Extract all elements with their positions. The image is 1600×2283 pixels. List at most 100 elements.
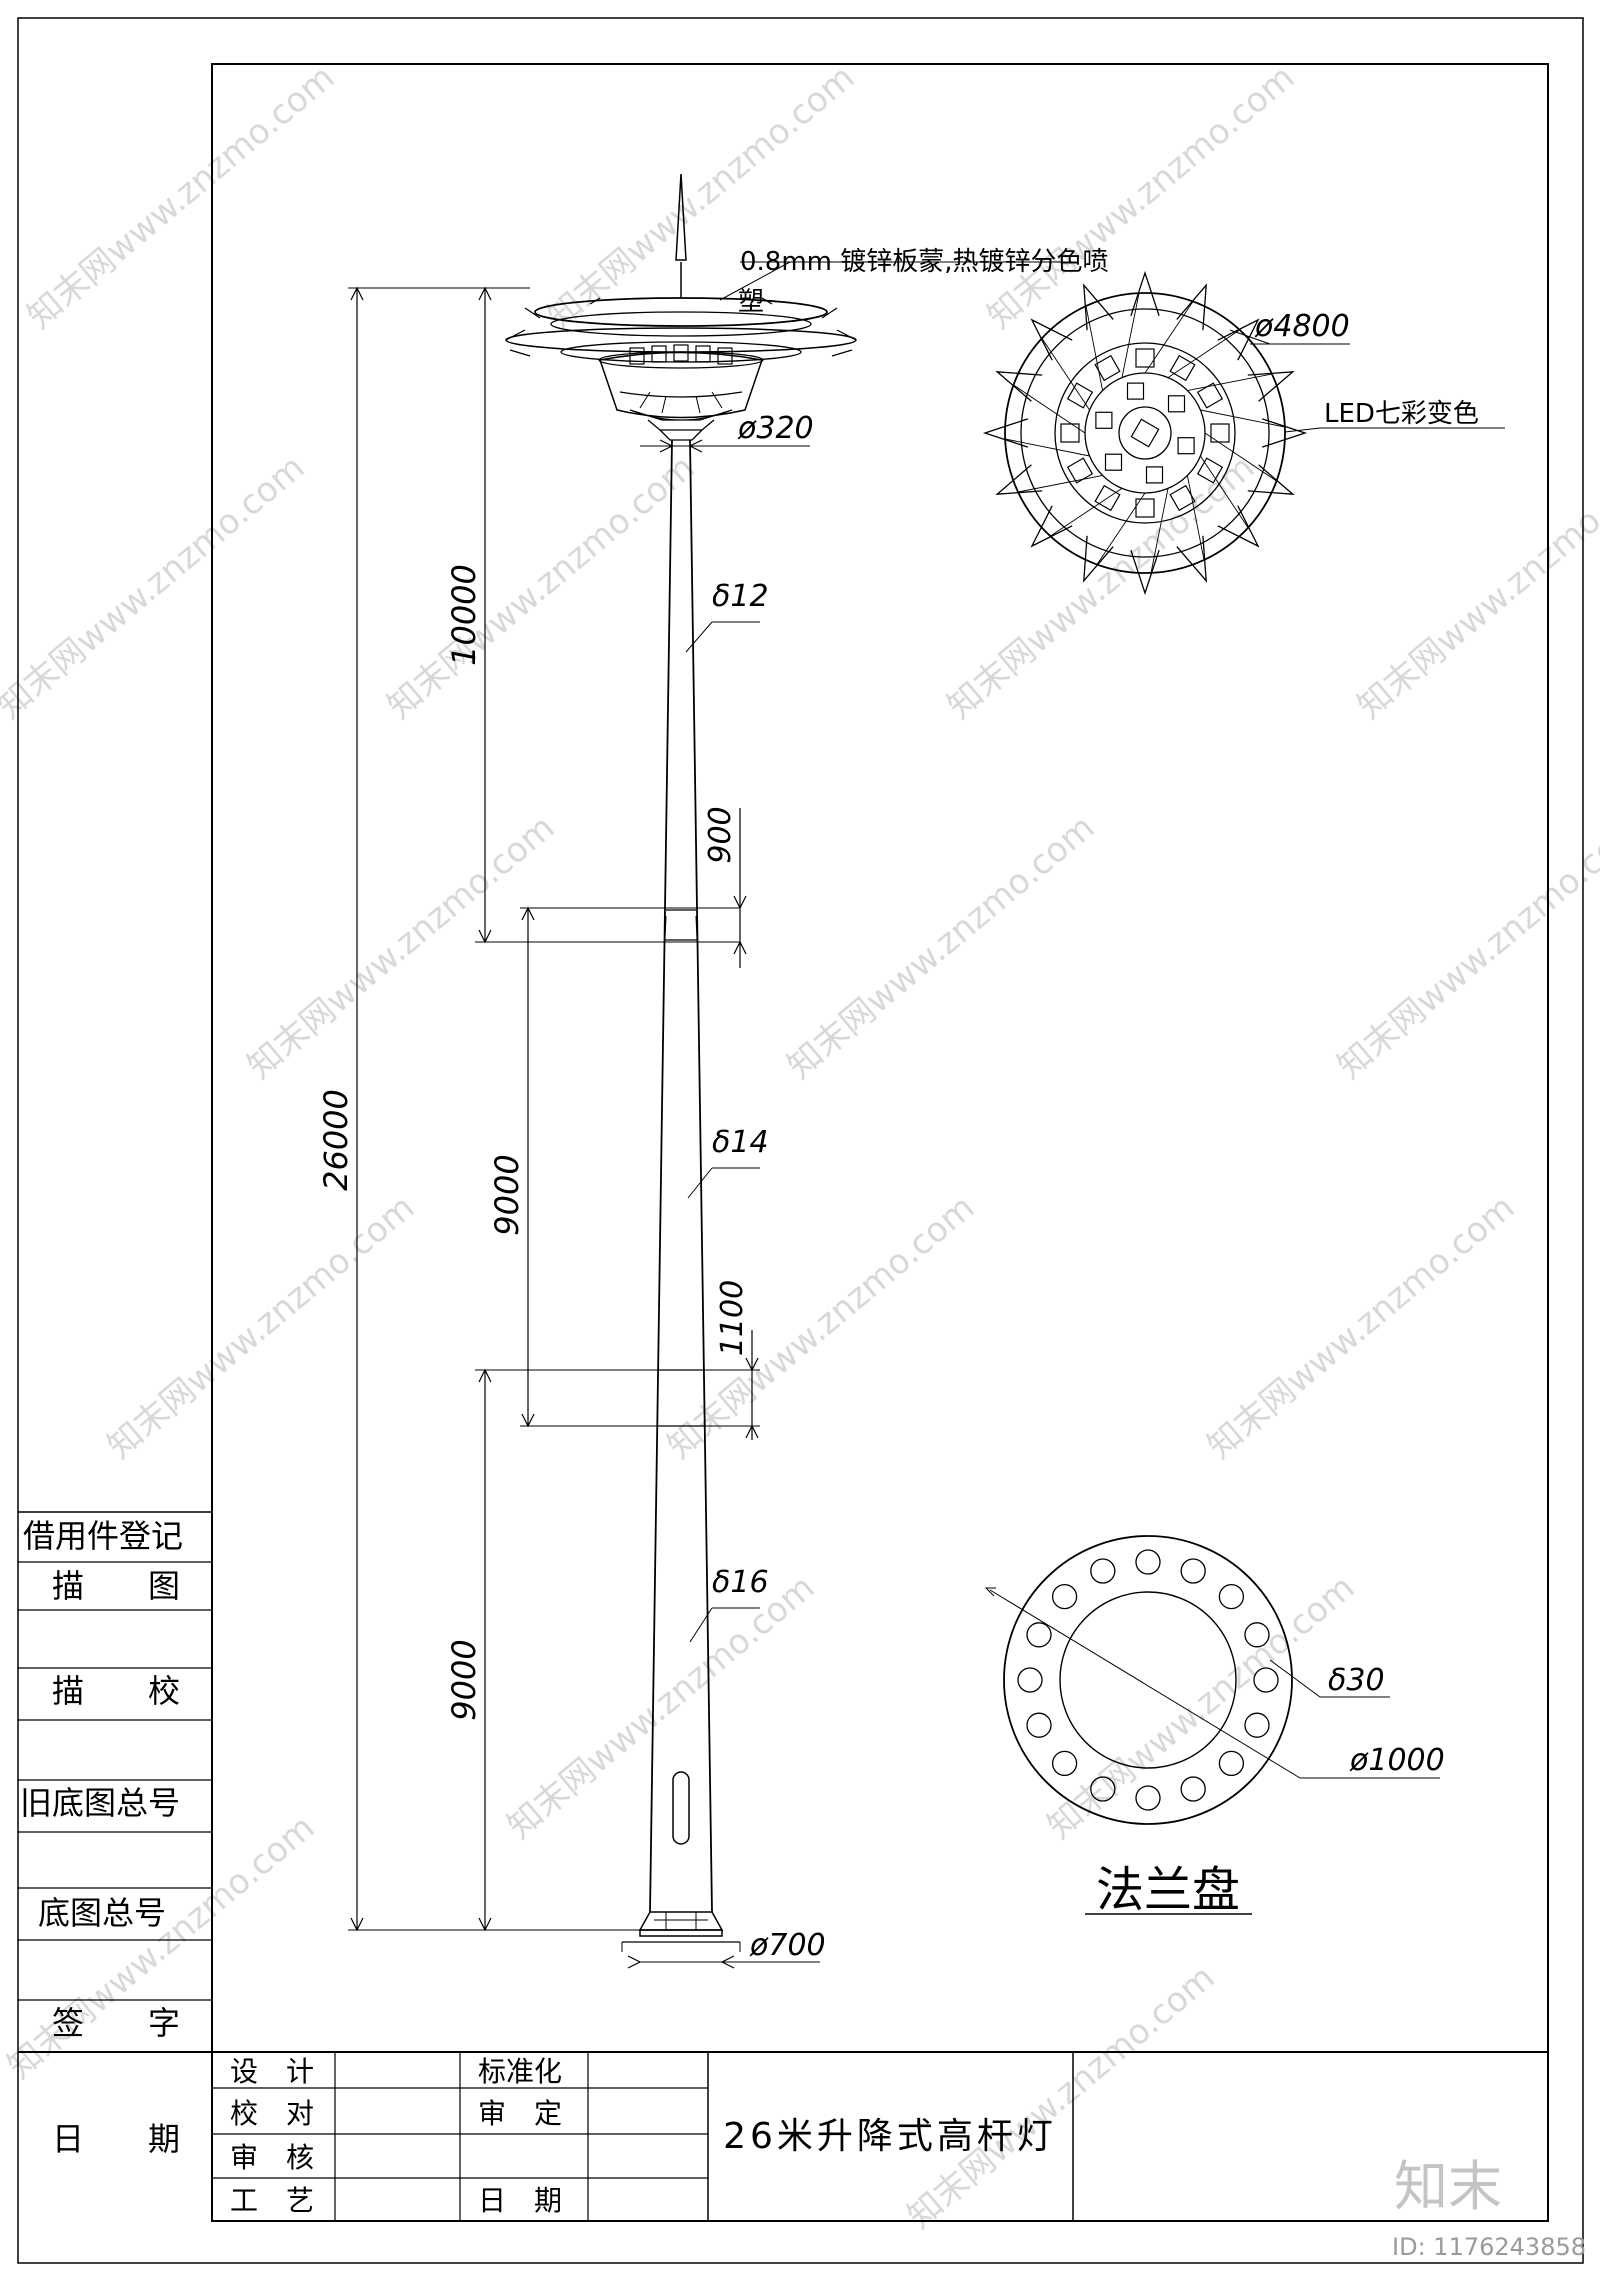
lamp-spike (1176, 535, 1207, 583)
material-note-line2: 塑 (738, 287, 764, 317)
watermark-text: 知末网www.znzmo.com (540, 57, 862, 336)
lamp-rib (1121, 293, 1140, 378)
thickness-top-label: δ12 (712, 579, 769, 614)
watermark-text: 知末网www.znzmo.com (0, 1807, 322, 2086)
led-cell (1060, 423, 1080, 443)
watermark-text: 知末网www.znzmo.com (980, 57, 1302, 336)
led-cell (1135, 348, 1155, 368)
led-cells (1060, 348, 1230, 518)
bolt-hole (1135, 1549, 1161, 1575)
dim-overlap-top-label: 900 (703, 806, 738, 863)
title-block-label: 设 计 (230, 2055, 314, 2088)
title-block: 设 计 校 对 审 核 工 艺 标准化 审 定 日 期 26米升降式高杆灯 (18, 2051, 1548, 2221)
bolt-hole (1218, 1750, 1245, 1777)
watermark-text: 知末网www.znzmo.com (780, 807, 1102, 1086)
flange-diameter-label: ø1000 (1349, 1743, 1445, 1778)
lamp-rib (1144, 301, 1194, 374)
title-block-label: 校 对 (230, 2097, 314, 2130)
bolt-hole (1244, 1712, 1270, 1738)
led-cell (1196, 457, 1224, 484)
watermark-text: 知末网www.znzmo.com (1200, 1187, 1522, 1466)
lamp-rib (1200, 455, 1249, 528)
lamp-rib (1096, 492, 1146, 565)
watermark-text: 知末网www.znzmo.com (100, 1187, 422, 1466)
side-row-label: 底图总号 (38, 1894, 166, 1932)
side-row-label: 日 期 (52, 2120, 180, 2158)
lamp-spike (1130, 270, 1160, 317)
watermark-text: 知末网www.znzmo.com (380, 447, 702, 726)
flange-view: δ30 ø1000 法兰盘 (984, 1535, 1445, 1918)
lamp-spike (1083, 283, 1114, 331)
led-cell (1135, 498, 1155, 518)
drawing-title: 26米升降式高杆灯 (723, 2116, 1057, 2157)
lamp-rib (1204, 432, 1277, 482)
lamp-spike (982, 418, 1029, 448)
bolt-hole (1135, 1785, 1161, 1811)
bolt-hole (1244, 1622, 1270, 1648)
lamp-rib (1041, 338, 1090, 411)
bolt-hole (1090, 1558, 1116, 1584)
material-callout: 0.8mm 镀锌板蒙,热镀锌分色喷 塑 (719, 247, 1109, 317)
bolt-hole (1253, 1667, 1279, 1693)
flange-title: 法兰盘 (1096, 1862, 1240, 1918)
watermark-logo: 知末 (1394, 2155, 1502, 2218)
watermark-text: 知末网www.znzmo.com (1330, 807, 1600, 1086)
lamp-spikes (982, 270, 1308, 596)
lamp-diameter-label: ø4800 (1254, 309, 1350, 344)
side-table: 借用件登记 描 图 描 校 旧底图总号 底图总号 签 字 日 期 (18, 1511, 212, 2158)
lamp-rib (1150, 488, 1169, 573)
side-row-label: 签 字 (52, 2004, 180, 2042)
title-block-label: 审 核 (230, 2141, 314, 2174)
lamp-rib (1200, 409, 1285, 428)
led-cell (1196, 382, 1224, 409)
lamp-spike (1217, 318, 1260, 361)
led-cell (1169, 484, 1196, 512)
lamp-spike (1247, 464, 1295, 495)
bolt-hole (1017, 1667, 1043, 1693)
bolt-hole (1051, 1750, 1078, 1777)
lamp-rib (1050, 488, 1123, 537)
lamp-rib (1186, 475, 1205, 560)
title-block-label: 审 定 (478, 2097, 562, 2130)
lamp-rib (1018, 474, 1103, 493)
led-cell (1066, 457, 1094, 484)
title-block-label: 标准化 (478, 2055, 562, 2088)
side-row-label: 借用件登记 (23, 1517, 183, 1555)
lamp-spike (1083, 535, 1114, 583)
bolt-hole (1026, 1622, 1052, 1648)
bolt-hole (1180, 1776, 1206, 1802)
watermark-text: 知末网www.znzmo.com (900, 1957, 1222, 2236)
led-note-label: LED七彩变色 (1324, 399, 1479, 429)
pole-door (672, 1771, 690, 1845)
bolt-hole (1051, 1583, 1078, 1610)
led-cell (1169, 354, 1196, 382)
base-diameter-callout: ø700 (627, 1928, 826, 1969)
title-block-label: 日 期 (478, 2184, 562, 2217)
side-row-label: 描 校 (52, 1672, 180, 1710)
watermark-text: 知末网www.znzmo.com (660, 1187, 982, 1466)
lamp-spike (1247, 371, 1295, 402)
led-cell (1126, 382, 1145, 400)
lamp-plan-view: ø4800 LED七彩变色 (982, 270, 1505, 596)
lamp-spike (1217, 505, 1260, 548)
thickness-mid-label: δ14 (712, 1125, 769, 1160)
lamp-spike (1130, 549, 1160, 596)
watermark-text: 知末网www.znzmo.com (240, 807, 562, 1086)
watermark-id: ID: 1176243858 (1392, 2233, 1586, 2261)
lamp-spike (1030, 318, 1073, 361)
bolt-hole (1180, 1558, 1206, 1584)
led-cell (1177, 437, 1195, 455)
inner-frame (211, 63, 1549, 2222)
lamp-rib (1005, 438, 1090, 457)
lamp-spike (1176, 283, 1207, 331)
led-cell (1094, 354, 1121, 382)
lightning-rod (675, 173, 687, 261)
thickness-callouts: δ12 δ14 δ16 (685, 579, 769, 1643)
pole-base (638, 1911, 724, 1931)
watermark-text: 知末网www.znzmo.com (20, 57, 342, 336)
thickness-bottom-label: δ16 (712, 1565, 769, 1600)
lamp-spike (995, 371, 1043, 402)
watermark-text: 知末网www.znzmo.com (0, 447, 312, 726)
led-cell (1130, 418, 1160, 448)
